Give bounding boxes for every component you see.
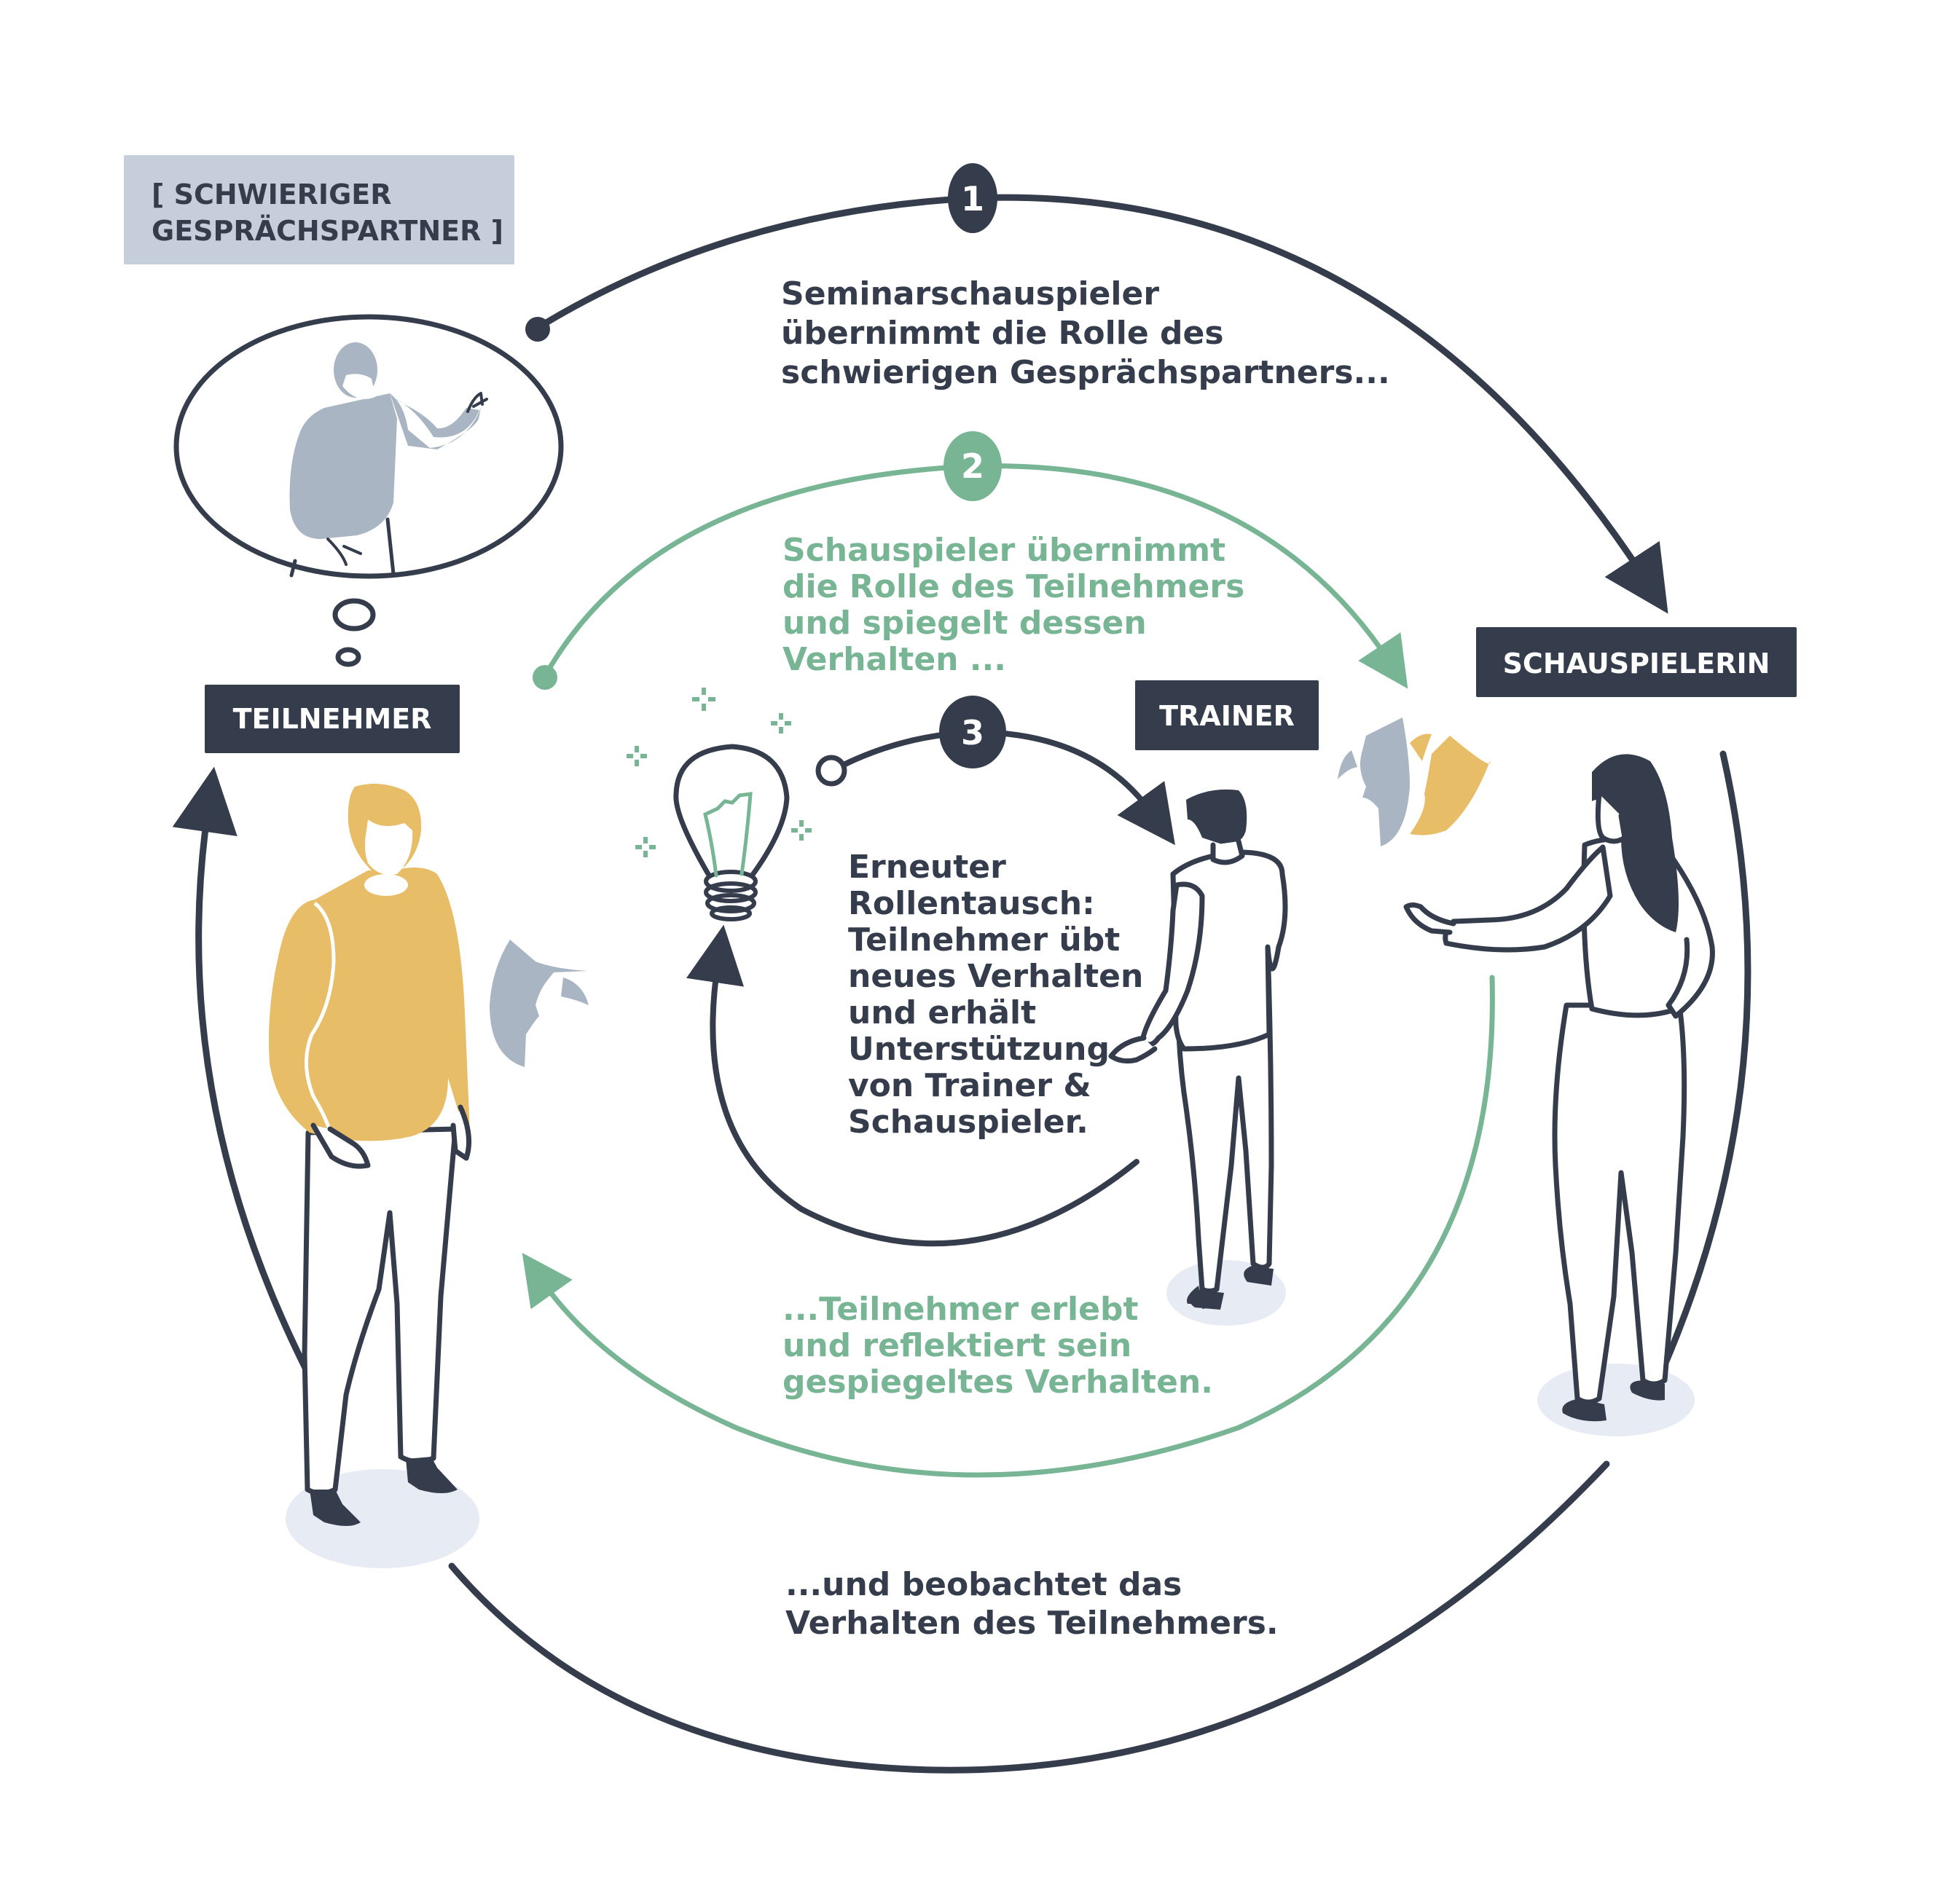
step-3-number: 3 [961,713,984,752]
label-trainer-text: TRAINER [1159,700,1295,732]
dark-return-line-2: Verhalten des Teilnehmers. [785,1605,1279,1642]
outer-cycle: 1 [172,163,1751,1774]
label-actress: SCHAUSPIELERIN [1476,627,1797,697]
green-return-line-3: gespiegeltes Verhalten. [782,1364,1213,1401]
label-participant: TEILNEHMER [205,685,460,753]
step-3-text: Erneuter Rollentausch: Teilnehmer übt ne… [848,849,1143,1141]
step-3-line-4: neues Verhalten [848,958,1143,995]
happy-mask-icon [1410,736,1491,835]
label-participant-text: TEILNEHMER [233,703,432,735]
step-3-line-8: Schauspieler. [848,1104,1088,1141]
step-3-line-2: Rollentausch: [848,885,1095,922]
outer-arc-bottom [448,1460,1610,1774]
thought-bubble [173,314,564,667]
step-2-line-4: Verhalten ... [782,641,1006,678]
label-actress-text: SCHAUSPIELERIN [1503,648,1770,680]
dark-return-line-1: ...und beobachtet das [785,1566,1182,1603]
participant-figure [269,784,589,1568]
green-start-dot [533,665,557,690]
imagined-difficult-person [289,342,488,578]
outer-arc-right [1636,750,1751,1424]
step-3-line-6: Unterstützung [848,1031,1110,1068]
step-3-badge: 3 [939,696,1006,768]
outer-arc-left [172,766,310,1373]
difficult-partner-tag: [ SCHWIERIGER GESPRÄCHSPARTNER ] [124,155,514,264]
sparkle-icons [627,688,812,857]
step-3-line-3: Teilnehmer übt [848,921,1120,959]
step-1-number: 1 [961,179,984,219]
step-3-line-1: Erneuter [848,849,1006,886]
trainer-figure [1108,789,1288,1326]
step-2-number: 2 [961,447,984,486]
step-2-line-2: die Rolle des Teilnehmers [782,568,1244,605]
step-1-line-3: schwierigen Gesprächspartners... [781,354,1390,391]
green-arc-bottom [522,975,1495,1478]
inner-cycle: 3 [686,696,1175,1247]
label-trainer: TRAINER [1135,680,1319,750]
outer-start-dot [525,317,550,342]
dark-return-text: ...und beobachtet das Verhalten des Teil… [785,1566,1279,1642]
inner-start-ring [815,755,847,787]
step-2-badge: 2 [944,431,1002,501]
step-3-line-5: und erhält [848,994,1036,1031]
step-2-line-1: Schauspieler übernimmt [782,532,1225,569]
actress-figure [1338,717,1715,1436]
step-1-line-1: Seminarschauspieler [781,275,1159,312]
green-return-line-1: ...Teilnehmer erlebt [782,1291,1139,1328]
actress-floor-shadow [1537,1364,1695,1436]
inner-arc-bottom [686,924,1139,1247]
lightbulb-icon [627,688,812,921]
green-return-text: ...Teilnehmer erlebt und reflektiert sei… [782,1291,1213,1401]
outer-arc-top [534,194,1668,614]
tag-line-2: GESPRÄCHSPARTNER ] [152,215,503,247]
step-2-line-3: und spiegelt dessen [782,605,1147,642]
step-3-line-7: von Trainer & [848,1067,1091,1104]
green-return-line-2: und reflektiert sein [782,1327,1131,1364]
tag-line-1: [ SCHWIERIGER [152,178,391,211]
step-1-badge: 1 [948,163,997,233]
middle-cycle: 2 [522,431,1495,1478]
sad-mask-icon [490,940,588,1067]
step-1-line-2: übernimmt die Rolle des [781,315,1224,352]
sad-mask-icon [1360,717,1410,846]
step-2-text: Schauspieler übernimmt die Rolle des Tei… [782,532,1244,678]
step-1-text: Seminarschauspieler übernimmt die Rolle … [781,275,1390,391]
